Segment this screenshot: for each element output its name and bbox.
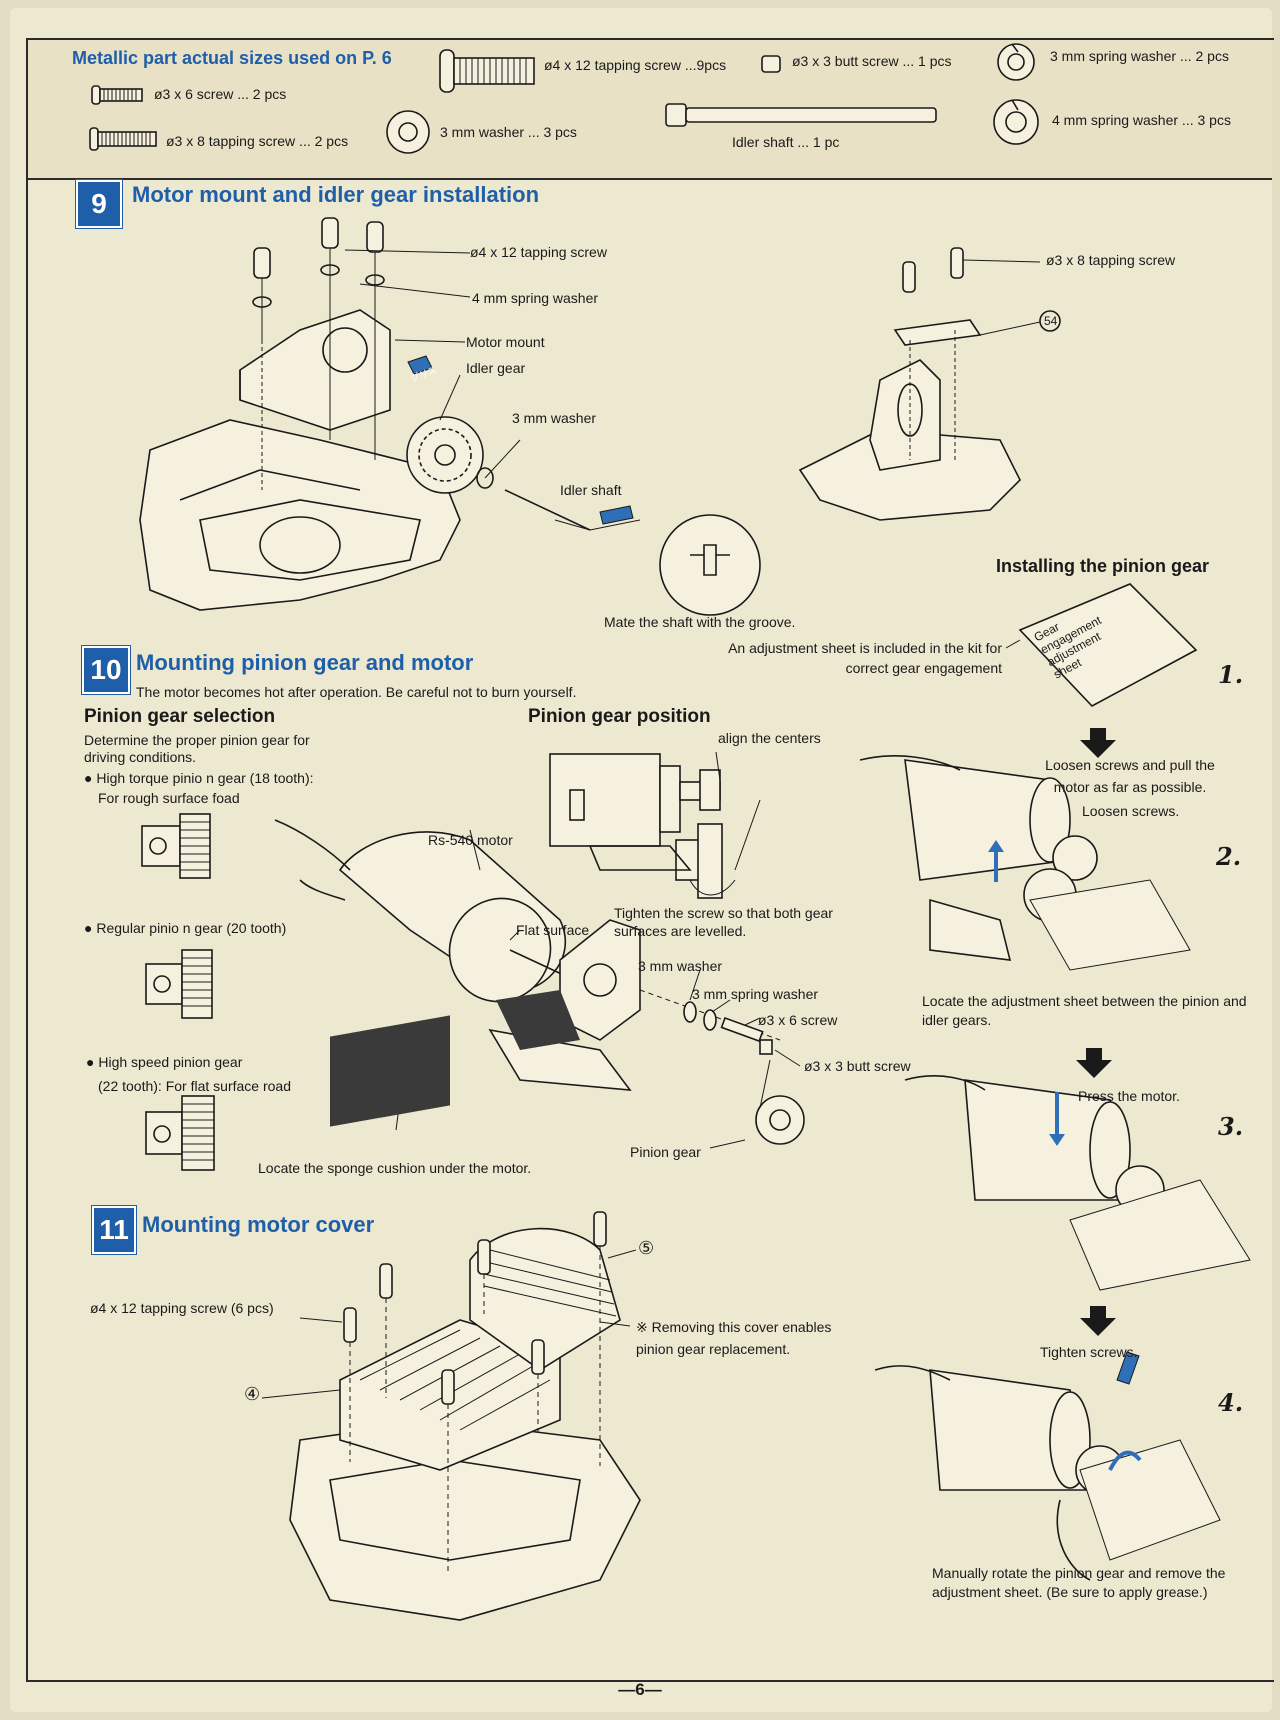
pinion-install-title: Installing the pinion gear	[996, 556, 1210, 576]
pinion-selection-heading: Pinion gear selection	[84, 706, 276, 727]
parts-list-box	[28, 40, 1272, 180]
label-spring-washer-4mm: 4 mm spring washer	[472, 290, 599, 306]
label-part-54: 54	[1044, 314, 1058, 328]
pinion-22-icon	[145, 1095, 215, 1171]
step11-number: 11	[92, 1206, 136, 1254]
label-spring-washer: 3 mm spring washer	[692, 986, 819, 1002]
label-cover-screws: ø4 x 12 tapping screw (6 pcs)	[90, 1300, 274, 1316]
label-tapping-3x8: ø3 x 8 tapping screw	[1046, 252, 1176, 268]
step10-title: Mounting pinion gear and motor	[136, 650, 474, 675]
label-idler-shaft: Idler shaft	[560, 482, 622, 498]
part-tapping-3x8: ø3 x 8 tapping screw ... 2 pcs	[166, 133, 349, 149]
pinion-step-4-text: Manually rotate the pinion gear and remo…	[932, 1565, 1226, 1600]
spring-washer-large-icon	[993, 99, 1039, 145]
pinion-install-note: An adjustment sheet is included in the k…	[728, 640, 1002, 676]
step10-warning: The motor becomes hot after operation. B…	[136, 684, 577, 700]
page-number: —6—	[618, 1680, 662, 1699]
part-spring-washer-3mm: 3 mm spring washer ... 2 pcs	[1050, 48, 1229, 64]
label-idler-gear: Idler gear	[466, 360, 526, 376]
part-butt-screw: ø3 x 3 butt screw ... 1 pcs	[792, 53, 952, 69]
pinion-20-icon	[145, 949, 213, 1019]
option-high-torque-label: High torque pinio n gear (18 tooth):	[96, 770, 314, 786]
pinion-step-2-text: Loosen screws and pull the motor as far …	[1045, 757, 1215, 795]
label-washer: 3 mm washer	[638, 958, 723, 974]
label-pinion-gear: Pinion gear	[630, 1144, 701, 1160]
label-screw-3x6: ø3 x 6 screw	[758, 1012, 838, 1028]
screw-icon	[91, 85, 143, 105]
label-part-5: ⑤	[638, 1238, 655, 1258]
pinion-step-1-number: 1.	[1218, 660, 1244, 689]
pinion-step-3-sub: Press the motor.	[1078, 1088, 1180, 1104]
step9-number: 9	[76, 180, 122, 228]
pinion-position-heading: Pinion gear position	[528, 706, 711, 727]
spring-washer-icon	[997, 43, 1035, 81]
pinion-18-icon	[141, 813, 211, 879]
pinion-step-3-text: Locate the adjustment sheet between the …	[922, 993, 1247, 1028]
part-screw-3x6: ø3 x 6 screw ... 2 pcs	[154, 86, 287, 102]
butt-screw-icon	[761, 55, 781, 73]
label-cover-note: ※ Removing this cover enables pinion gea…	[636, 1319, 832, 1357]
option-regular: ● Regular pinio n gear (20 tooth)	[84, 920, 287, 936]
part-idler-shaft: Idler shaft ... 1 pc	[732, 134, 840, 150]
parts-icons	[89, 43, 1039, 154]
label-align-centers: align the centers	[718, 730, 821, 746]
label-motor-mount: Motor mount	[466, 334, 545, 350]
part-spring-washer-4mm: 4 mm spring washer ... 3 pcs	[1052, 112, 1231, 128]
label-washer-3mm: 3 mm washer	[512, 410, 597, 426]
option-high-speed: ● High speed pinion gear	[86, 1054, 243, 1070]
option-regular-label: Regular pinio n gear (20 tooth)	[96, 920, 287, 936]
long-screw-icon	[439, 49, 535, 93]
step9-title: Motor mount and idler gear installation	[132, 182, 540, 207]
pinion-step-4-sub: Tighten screws.	[1040, 1344, 1138, 1360]
label-part-4: ④	[244, 1384, 261, 1404]
step10-number: 10	[82, 646, 130, 694]
label-tighten-screw: Tighten the screw so that both gear surf…	[614, 905, 833, 939]
page-frame	[26, 38, 1274, 1682]
parts-list-title: Metallic part actual sizes used on P. 6	[72, 48, 392, 68]
option-high-torque: ● High torque pinio n gear (18 tooth):	[84, 770, 314, 786]
step11-title: Mounting motor cover	[142, 1212, 375, 1237]
arrow-down-icon	[1080, 1306, 1116, 1336]
pinion-step-2-number: 2.	[1216, 842, 1242, 871]
label-sponge: Locate the sponge cushion under the moto…	[258, 1160, 532, 1176]
tapping-screw-icon	[89, 127, 157, 151]
part-tapping-4x12: ø4 x 12 tapping screw ...9pcs	[544, 57, 727, 73]
option-high-torque-detail: For rough surface foad	[98, 790, 240, 806]
step9-illustration	[139, 217, 1061, 616]
label-screw-4x12: ø4 x 12 tapping screw	[470, 244, 607, 260]
part-washer-3mm: 3 mm washer ... 3 pcs	[440, 124, 577, 140]
pinion-step-2-sub: Loosen screws.	[1082, 803, 1180, 819]
label-groove: Mate the shaft with the groove.	[604, 614, 796, 630]
pinion-step-4-number: 4.	[1218, 1388, 1244, 1417]
option-high-speed-label: High speed pinion gear	[98, 1054, 243, 1070]
label-butt-screw: ø3 x 3 butt screw	[804, 1058, 911, 1074]
label-motor: Rs-540 motor	[428, 832, 513, 848]
pinion-step-3-number: 3.	[1218, 1112, 1244, 1141]
washer-icon	[386, 110, 430, 154]
label-flat-surface: Flat surface	[516, 922, 590, 938]
idler-shaft-icon	[665, 103, 937, 127]
pinion-selection-intro: Determine the proper pinion gear for dri…	[84, 732, 310, 765]
arrow-down-icon	[1080, 728, 1116, 758]
option-high-speed-detail: (22 tooth): For flat surface road	[98, 1078, 291, 1094]
arrow-down-icon	[1076, 1048, 1112, 1078]
